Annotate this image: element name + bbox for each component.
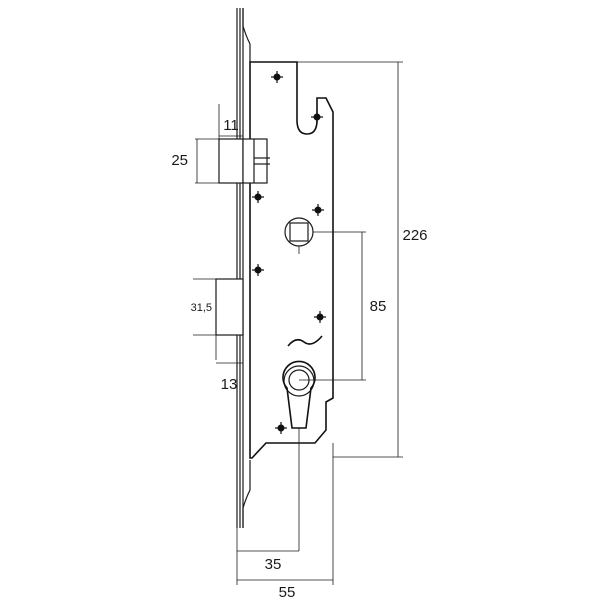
- dimension-total-height: 226: [297, 61, 428, 458]
- cylinder-cutout: [282, 360, 316, 429]
- dimension-backset: 11: [218, 104, 243, 139]
- dead-bolt: [215, 278, 244, 336]
- screw-icon: [271, 71, 283, 83]
- screw-icon: [252, 191, 264, 203]
- svg-text:35: 35: [265, 556, 282, 573]
- screw-icon: [252, 264, 264, 276]
- faceplate: [236, 8, 251, 528]
- svg-text:85: 85: [370, 298, 387, 315]
- svg-text:31,5: 31,5: [191, 302, 212, 314]
- follower-square: [284, 217, 314, 247]
- dimension-cylinder-backset: 35: [236, 528, 299, 585]
- svg-text:226: 226: [402, 227, 427, 244]
- svg-text:11: 11: [223, 117, 239, 134]
- dimension-bolt-offset: 13: [216, 362, 243, 393]
- dimension-bolt-height: 31,5: [191, 278, 217, 360]
- screw-icon: [311, 111, 323, 123]
- dimension-latch-height: 25: [171, 138, 219, 184]
- screw-icon: [275, 422, 287, 434]
- svg-text:13: 13: [221, 376, 238, 393]
- screw-icon: [314, 311, 326, 323]
- svg-text:55: 55: [279, 584, 296, 600]
- svg-text:25: 25: [171, 152, 188, 169]
- screw-icon: [312, 204, 324, 216]
- dimension-center-distance: 85: [299, 231, 387, 381]
- lock-case: [249, 61, 334, 459]
- dimension-case-depth: 55: [237, 443, 334, 600]
- latch-bolt: [218, 138, 270, 184]
- lever-hook: [287, 335, 323, 347]
